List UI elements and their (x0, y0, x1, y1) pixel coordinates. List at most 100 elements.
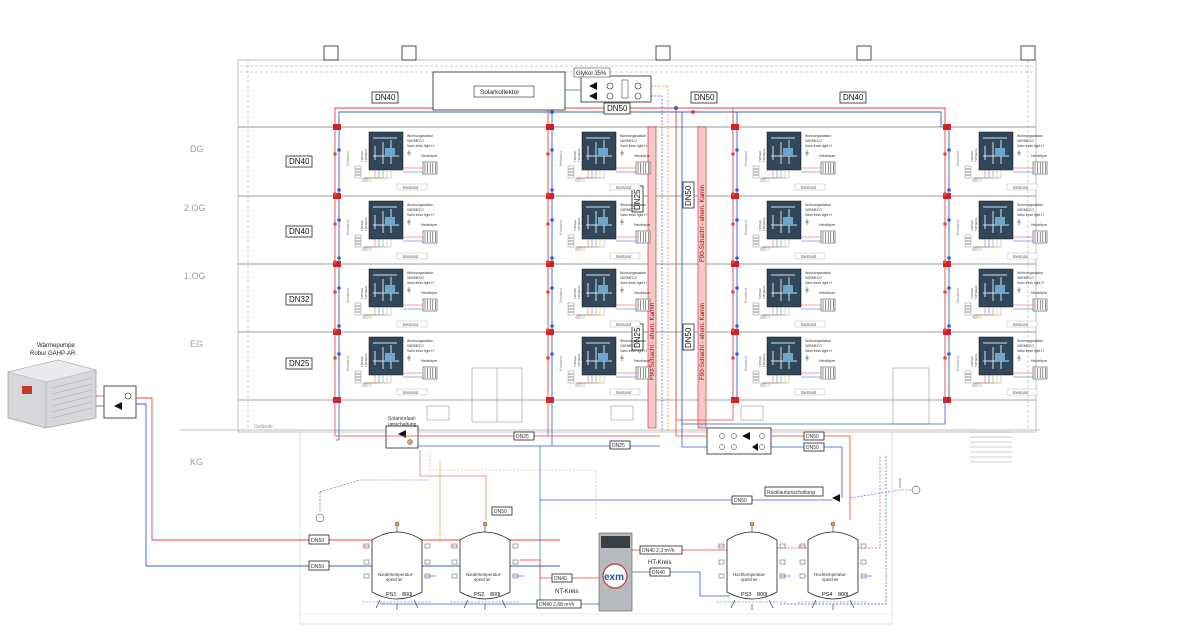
riser-label-2og: DN40 (289, 227, 310, 236)
riser-bottoms (334, 127, 946, 447)
radiator (1032, 298, 1048, 312)
tank-volume: 800l (490, 592, 500, 598)
station-label-line3: Vario fresh light H (407, 213, 434, 217)
existing-label: Bestand (801, 322, 817, 327)
station-label-line2: VARMECO (620, 208, 637, 212)
existing-label: Bestand (403, 254, 419, 259)
station-label-line3: Vario fresh light H (407, 144, 434, 148)
tw-label: TW Zirkulation (581, 211, 585, 231)
shaft-1-label: F90-Schacht - ehem. Kamin (649, 302, 656, 380)
existing-vertical-label: Bestand (743, 288, 748, 303)
station-label-line1: Wohnungsstation (407, 203, 433, 207)
riser (943, 124, 951, 403)
existing-vertical-label: Bestand (743, 220, 748, 235)
radiator (422, 298, 438, 312)
chimney-2 (401, 45, 417, 61)
shaft-2 (697, 126, 707, 429)
station-label-line1: Wohnungsstation (407, 339, 433, 343)
riser (546, 124, 554, 403)
tw-label: TW Warm (364, 353, 368, 367)
radiator-label: Heizkörper (1031, 154, 1048, 158)
tw-label: TW Zirkulation (978, 211, 982, 231)
floor-label-2og: 2.OG (184, 203, 206, 213)
existing-vertical-label: Bestand (558, 356, 563, 371)
tw-label: TW Warm (974, 217, 978, 231)
tw-label: TW Zirkulation (581, 347, 585, 367)
riser-label-1og: DN32 (289, 295, 310, 304)
station-label-line1: Wohnungsstation (620, 134, 646, 138)
existing-vertical-label: Bestand (955, 220, 960, 235)
radiator-label: Heizkörper (1031, 359, 1048, 363)
tw-label: TW Warm (364, 285, 368, 299)
radiator-label: Heizkörper (421, 154, 438, 158)
radiator-label: Heizkörper (421, 359, 438, 363)
riser-label-eg: DN25 (289, 359, 310, 368)
tw-label: TW Zirkulation (766, 279, 770, 299)
tw-label: TW Zirkulation (368, 142, 372, 162)
riser (333, 124, 341, 403)
tank-name-line1: Hochtemperatur- (733, 572, 766, 577)
existing-label: Bestand (403, 390, 419, 395)
station-label-line2: VARMECO (620, 139, 637, 143)
existing-vertical-label: Bestand (345, 288, 350, 303)
station-label-line1: Wohnungsstation (1017, 134, 1043, 138)
chimney-1 (323, 45, 339, 61)
kg-dn50-b-label: DN50 (806, 445, 819, 451)
station-label-line3: Vario fresh light H (1017, 213, 1044, 217)
existing-vertical-label: Bestand (955, 151, 960, 166)
riser-dn50-upper-label: DN50 (684, 185, 693, 206)
existing-label: Bestand (403, 322, 419, 327)
station-label-line3: Vario fresh light H (407, 349, 434, 353)
radiator-label: Heizkörper (1031, 223, 1048, 227)
chimney-4 (856, 45, 872, 61)
ht-circuit-label: HT-Kreis (648, 560, 671, 566)
radiator (820, 298, 836, 312)
station-label-line3: Vario fresh light H (805, 281, 832, 285)
tw-label: TW Kalt (758, 151, 762, 162)
nt-dn40-flow-label: DN40 2,68 m³/h (539, 602, 575, 608)
floor-label-eg: EG (190, 339, 203, 349)
tw-label: TW Warm (762, 353, 766, 367)
existing-label: Bestand (801, 390, 817, 395)
tank-volume: 800l (402, 592, 412, 598)
radiator-label: Heizkörper (421, 223, 438, 227)
existing-label: Bestand (1013, 185, 1029, 190)
tw-label: TW Kalt (758, 356, 762, 367)
hp-supply-dn-label: DN50 (311, 538, 324, 544)
tank-volume: 800l (838, 592, 848, 598)
tw-label: TW Zirkulation (368, 211, 372, 231)
heat-pump-title-2: Robur GAHP-AR (30, 351, 76, 357)
riser (731, 124, 739, 403)
return-switch-valve (832, 494, 840, 502)
tank-id: PS3 (741, 592, 751, 598)
top-pipe-left-label: DN40 (375, 93, 396, 102)
existing-vertical-label: Bestand (345, 220, 350, 235)
station-label-line2: VARMECO (620, 344, 637, 348)
tank-volume: 800l (757, 592, 767, 598)
existing-label: Bestand (616, 390, 632, 395)
top-pipe-right-label: DN40 (843, 93, 864, 102)
chimney-5 (1020, 45, 1036, 61)
tank-id: PS4 (822, 592, 832, 598)
station-label-line2: VARMECO (620, 276, 637, 280)
radiator (635, 161, 651, 175)
radiator-label: Heizkörper (819, 359, 836, 363)
top-distribution: DN40 DN50 DN40 Solarkollektor Glykol 35%… (334, 67, 946, 432)
glycol-label: Glykol 35% (576, 71, 607, 77)
tw-label: TW Kalt (970, 356, 974, 367)
station-label-line2: VARMECO (805, 344, 822, 348)
tank-name-line1: Hochtemperatur- (814, 572, 847, 577)
radiator-label: Heizkörper (421, 291, 438, 295)
floor-labels: DG 2.OG 1.OG EG KG (184, 144, 206, 467)
station-label-line3: Vario fresh light H (620, 349, 647, 353)
riser-dn50-lower-label: DN50 (684, 327, 693, 348)
